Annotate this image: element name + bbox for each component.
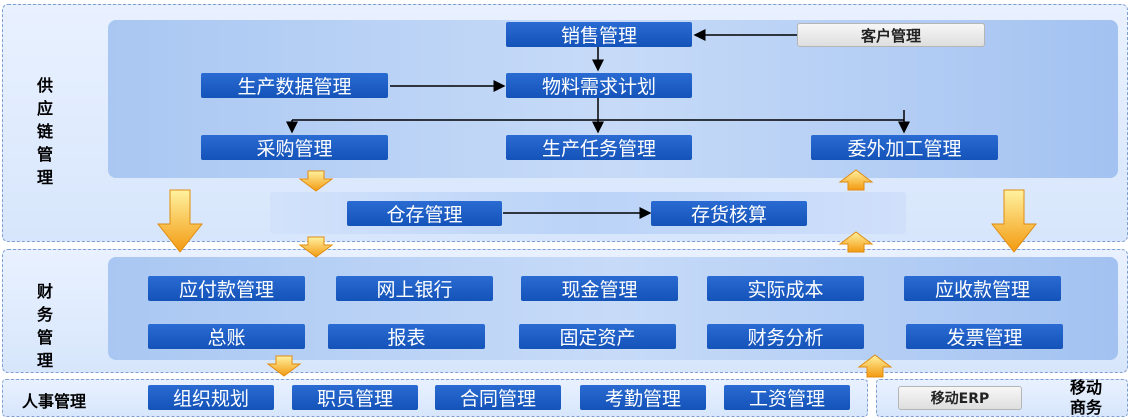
box-fixed-assets[interactable]: 固定资产 — [519, 324, 676, 349]
box-invoice[interactable]: 发票管理 — [906, 324, 1063, 349]
box-purchase[interactable]: 采购管理 — [201, 135, 388, 160]
block-arrow-supply-to-finance-left — [156, 189, 204, 253]
box-actual-cost[interactable]: 实际成本 — [707, 276, 864, 301]
box-org-planning[interactable]: 组织规划 — [148, 385, 274, 410]
finance-label: 财务管理 — [36, 282, 53, 370]
box-reports[interactable]: 报表 — [328, 324, 485, 349]
box-production-task[interactable]: 生产任务管理 — [506, 135, 692, 160]
mobile-label: 移动商务 — [1069, 378, 1102, 417]
box-receivable[interactable]: 应收款管理 — [904, 276, 1061, 301]
block-arrow-finance-to-hr — [266, 355, 302, 377]
box-mrp[interactable]: 物料需求计划 — [506, 73, 692, 98]
block-arrow-storage-to-outsourcing — [838, 169, 874, 191]
block-arrow-storage-to-finance — [298, 236, 334, 258]
box-storage[interactable]: 仓存管理 — [347, 201, 502, 226]
supply-chain-label: 供应链管理 — [36, 76, 53, 187]
box-outsourcing[interactable]: 委外加工管理 — [811, 135, 998, 160]
box-salary[interactable]: 工资管理 — [724, 385, 850, 410]
box-cash[interactable]: 现金管理 — [521, 276, 678, 301]
block-arrow-purchase-to-storage — [298, 170, 334, 192]
box-contract[interactable]: 合同管理 — [435, 385, 561, 410]
box-online-bank[interactable]: 网上银行 — [336, 276, 493, 301]
box-sales[interactable]: 销售管理 — [506, 22, 692, 47]
box-customer[interactable]: 客户管理 — [797, 23, 985, 47]
box-financial-analysis[interactable]: 财务分析 — [707, 324, 864, 349]
box-ledger[interactable]: 总账 — [148, 324, 305, 349]
box-production-data[interactable]: 生产数据管理 — [201, 73, 388, 98]
block-arrow-finance-to-storage — [838, 231, 874, 253]
block-arrow-supply-to-finance-right — [990, 189, 1038, 253]
box-attendance[interactable]: 考勤管理 — [580, 385, 706, 410]
hr-label: 人事管理 — [22, 392, 87, 411]
box-staff[interactable]: 职员管理 — [292, 385, 418, 410]
box-inventory-accounting[interactable]: 存货核算 — [651, 201, 807, 226]
block-arrow-mobile-to-finance — [857, 354, 893, 378]
box-mobile-erp[interactable]: 移动ERP — [898, 386, 1022, 410]
box-payable[interactable]: 应付款管理 — [148, 276, 305, 301]
